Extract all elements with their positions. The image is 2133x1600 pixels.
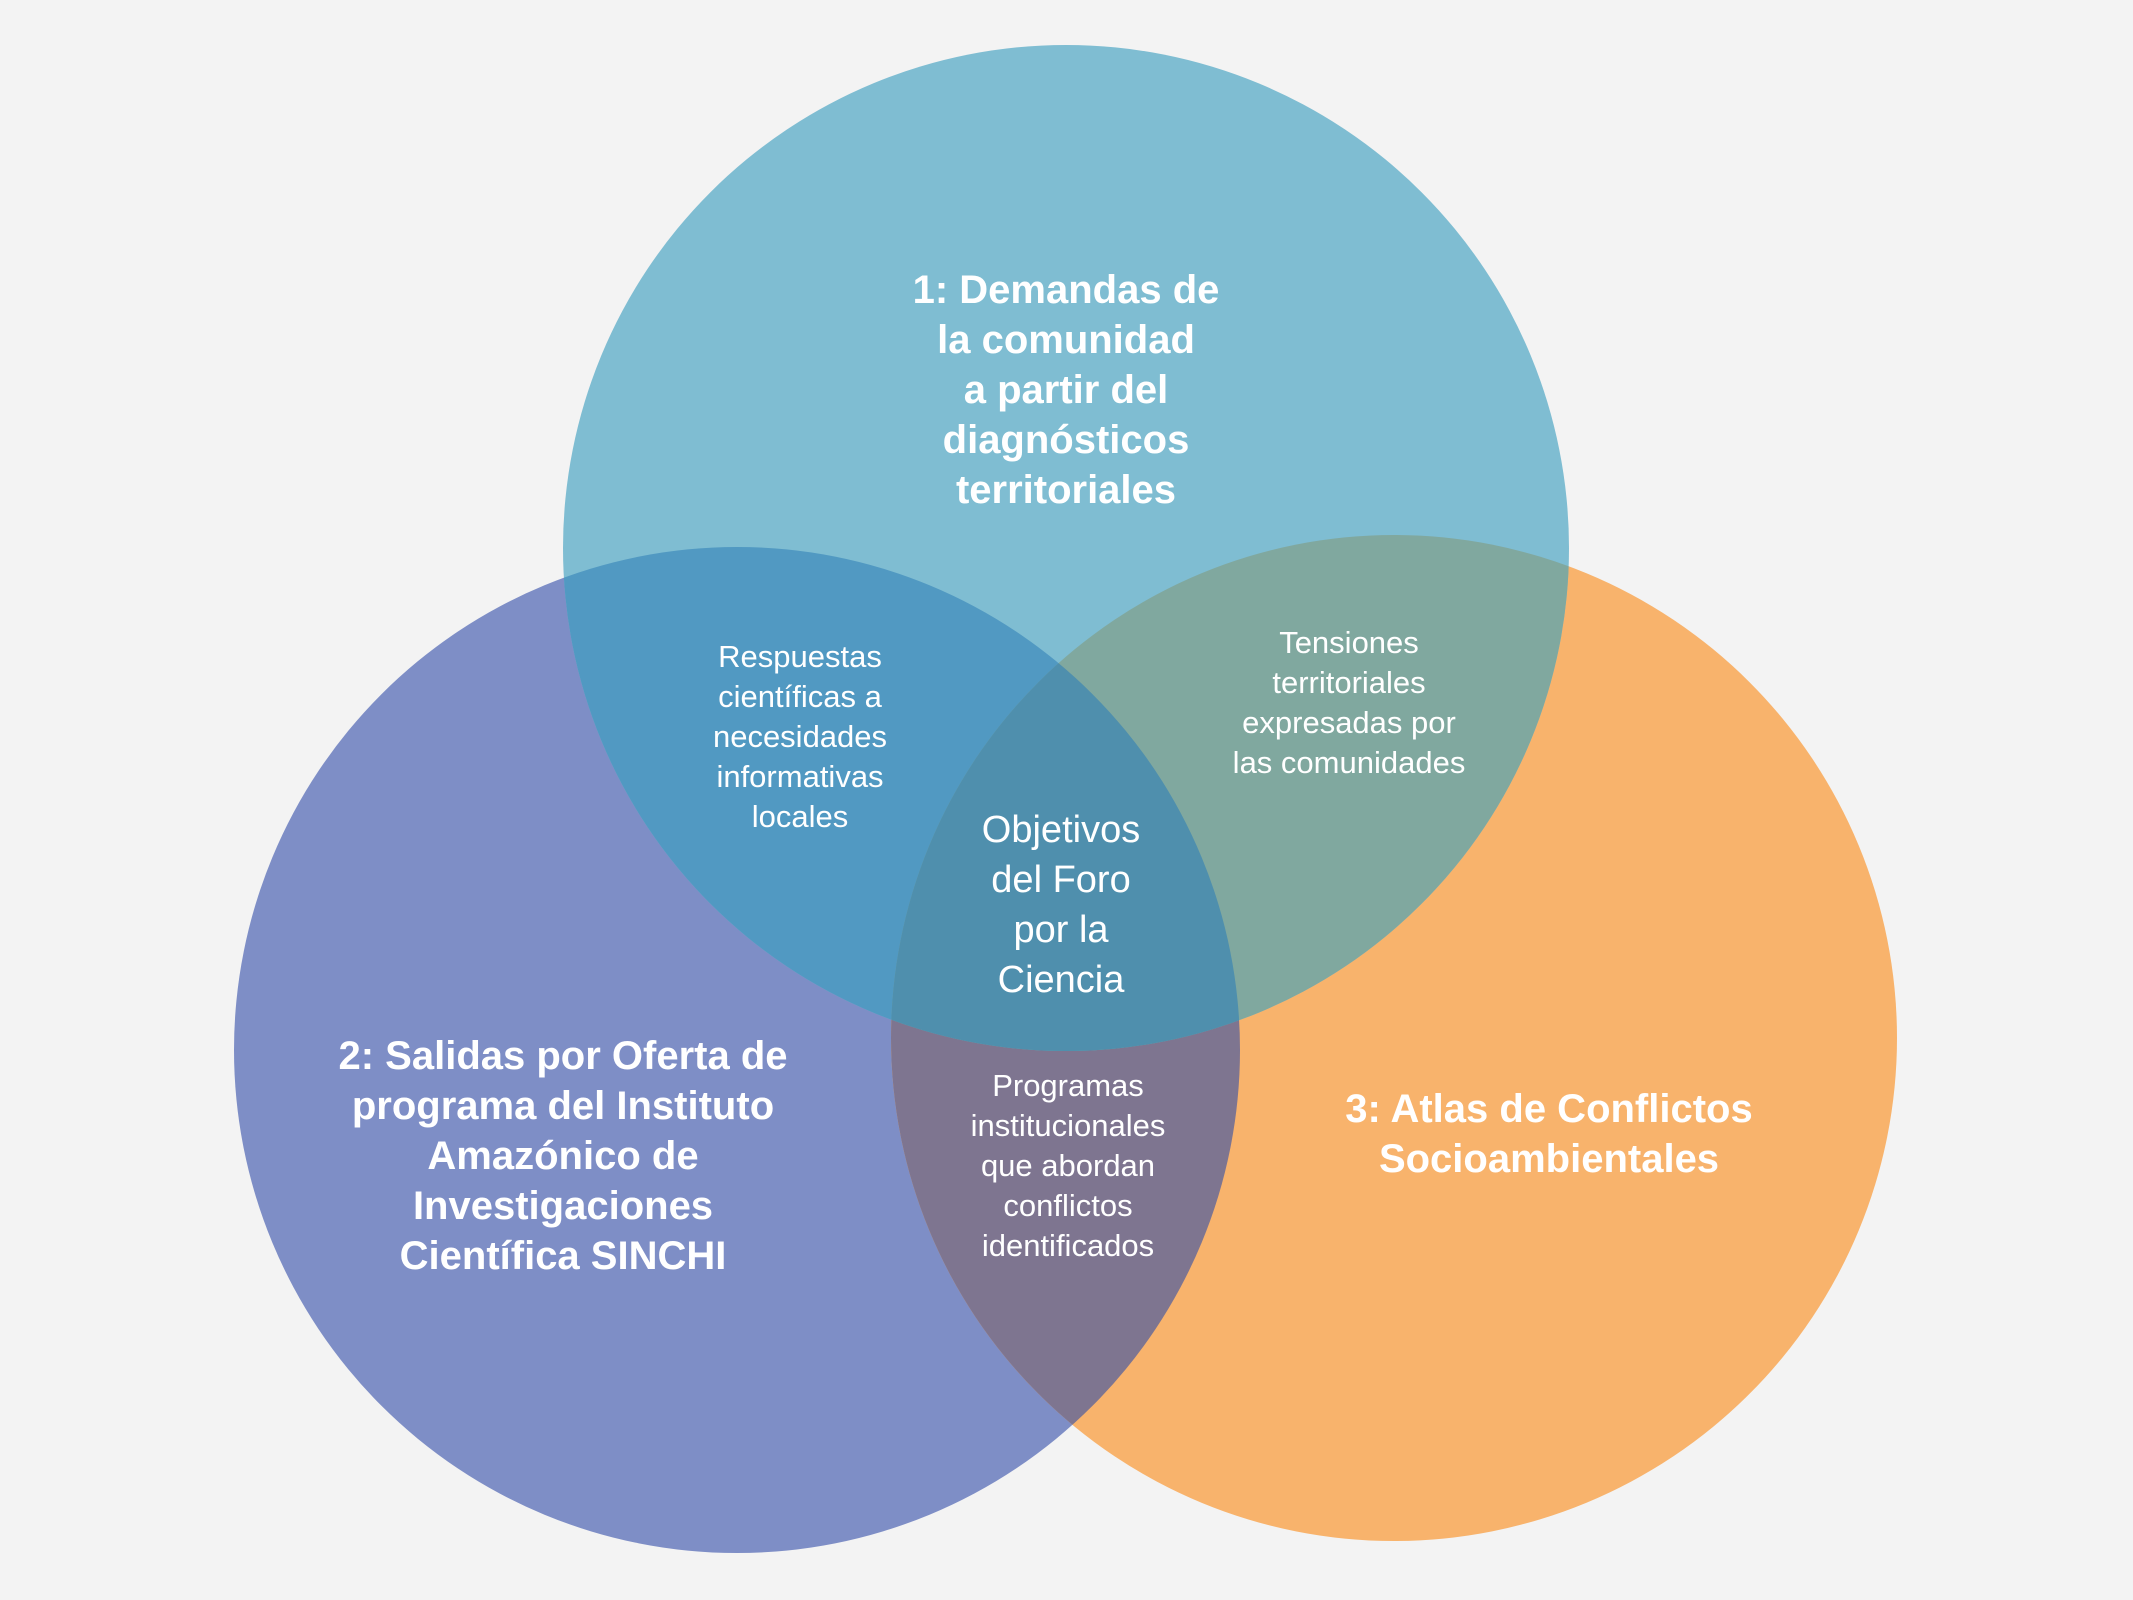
set-2-line: programa del Instituto <box>351 1084 775 1128</box>
set-1-line: diagnósticos <box>942 418 1190 462</box>
center-line: Objetivos <box>981 809 1141 851</box>
overlap-line: las comunidades <box>1232 745 1466 780</box>
set-1-line: la comunidad <box>937 318 1195 362</box>
center-line: Ciencia <box>997 959 1125 1001</box>
set-3-line: 3: Atlas de Conflictos <box>1345 1087 1753 1131</box>
set-2-line: Amazónico de <box>427 1134 699 1178</box>
overlap-line: informativas <box>716 759 884 794</box>
set-1-label: 1: Demandas de la comunidad a partir del… <box>913 265 1220 515</box>
overlap-line: institucionales <box>970 1108 1166 1143</box>
overlap-1-2-label: Respuestas científicas a necesidades inf… <box>713 637 887 837</box>
overlap-line: locales <box>751 799 849 834</box>
overlap-2-3-label: Programas institucionales que abordan co… <box>971 1066 1166 1266</box>
set-2-label: 2: Salidas por Oferta de programa del In… <box>338 1031 787 1281</box>
overlap-line: necesidades <box>712 719 888 754</box>
center-label: Objetivos del Foro por la Ciencia <box>982 805 1140 1005</box>
set-2-line: 2: Salidas por Oferta de <box>338 1034 788 1078</box>
overlap-line: Programas <box>992 1068 1144 1103</box>
set-2-line: Investigaciones <box>412 1184 714 1228</box>
set-1-line: territoriales <box>955 468 1177 512</box>
overlap-line: conflictos <box>1003 1188 1133 1223</box>
overlap-line: territoriales <box>1272 665 1426 700</box>
set-1-line: 1: Demandas de <box>912 268 1220 312</box>
overlap-1-3-label: Tensiones territoriales expresadas por l… <box>1233 623 1466 783</box>
overlap-line: Respuestas <box>718 639 882 674</box>
set-3-line: Socioambientales <box>1378 1137 1720 1181</box>
set-2-line: Científica SINCHI <box>399 1234 727 1278</box>
center-line: del Foro <box>991 859 1131 901</box>
overlap-line: que abordan <box>980 1148 1156 1183</box>
overlap-line: expresadas por <box>1242 705 1456 740</box>
overlap-center <box>891 547 1240 1051</box>
overlap-line: científicas a <box>718 679 882 714</box>
set-1-line: a partir del <box>963 368 1169 412</box>
overlap-line: identificados <box>981 1228 1155 1263</box>
set-3-label: 3: Atlas de Conflictos Socioambientales <box>1345 1084 1752 1184</box>
overlap-line: Tensiones <box>1279 625 1419 660</box>
center-line: por la <box>1013 909 1109 951</box>
